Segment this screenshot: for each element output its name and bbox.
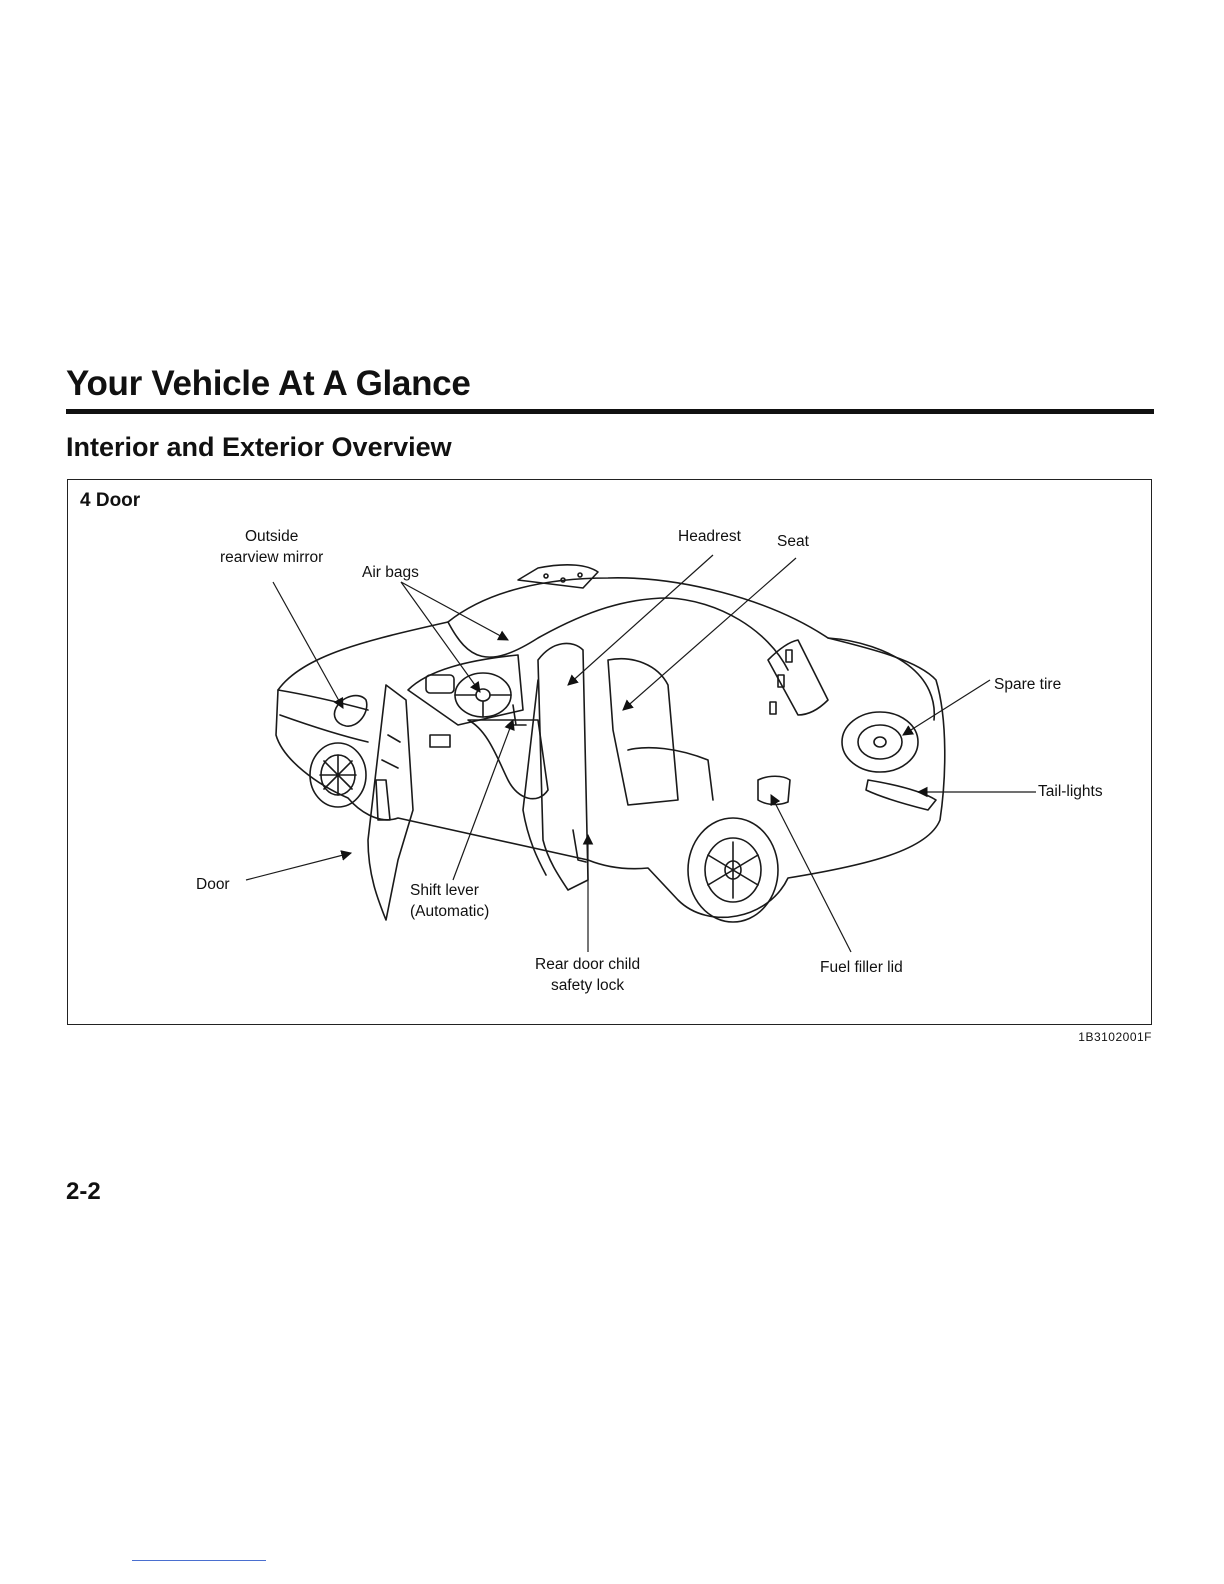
callout-spare-tire: Spare tire bbox=[994, 674, 1061, 695]
figure-frame: 4 Door bbox=[67, 479, 1152, 1025]
chapter-title: Your Vehicle At A Glance bbox=[66, 364, 471, 404]
callout-child-lock: Rear door child safety lock bbox=[535, 954, 640, 996]
callout-fuel-lid: Fuel filler lid bbox=[820, 957, 903, 978]
callout-headrest: Headrest bbox=[678, 526, 741, 547]
callout-door: Door bbox=[196, 874, 230, 895]
callout-seat: Seat bbox=[777, 531, 809, 552]
chapter-rule bbox=[66, 409, 1154, 414]
callout-shift-lever: Shift lever (Automatic) bbox=[410, 880, 489, 922]
page-number: 2-2 bbox=[66, 1178, 101, 1206]
callout-tail-lights: Tail-lights bbox=[1038, 781, 1103, 802]
callout-outside-mirror: Outside rearview mirror bbox=[220, 526, 323, 568]
footer-link-underline bbox=[132, 1560, 266, 1561]
callout-air-bags: Air bags bbox=[362, 562, 419, 583]
figure-code: 1B3102001F bbox=[1078, 1030, 1152, 1044]
section-title: Interior and Exterior Overview bbox=[66, 432, 452, 463]
